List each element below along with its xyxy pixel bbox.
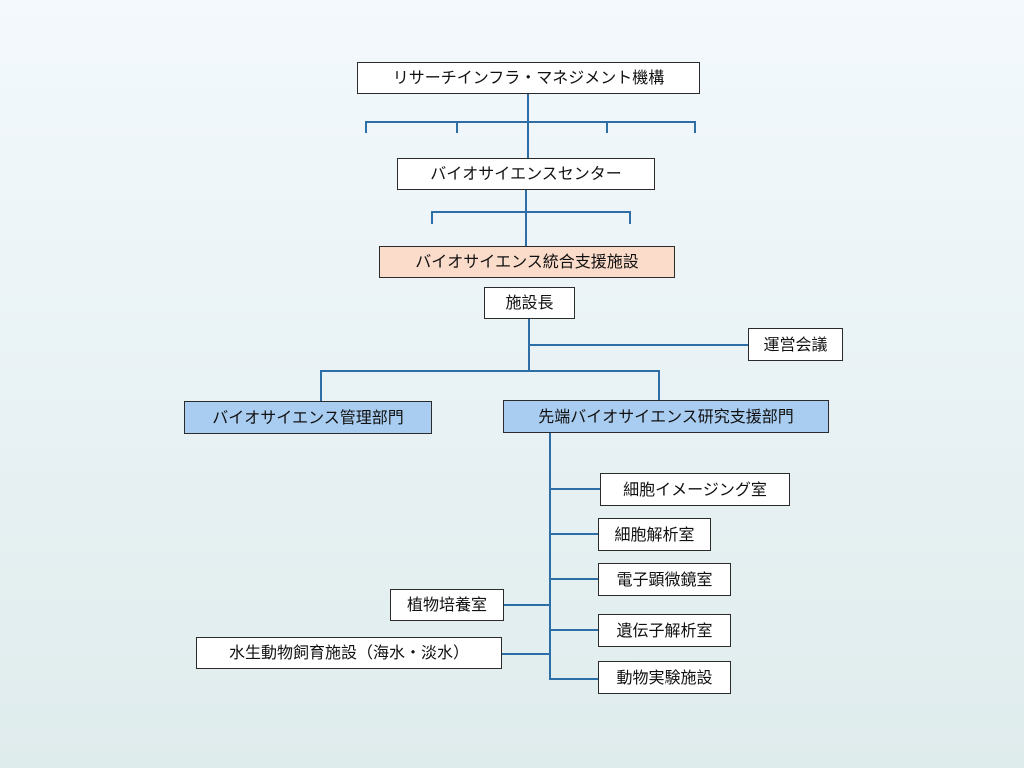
node-facility: バイオサイエンス統合支援施設 — [379, 246, 675, 278]
node-unit-animal-facility: 動物実験施設 — [598, 661, 731, 694]
node-center: バイオサイエンスセンター — [397, 158, 655, 190]
node-dept-management-label: バイオサイエンス管理部門 — [212, 407, 404, 427]
node-unit-cell-imaging: 細胞イメージング室 — [600, 473, 790, 506]
node-unit-label: 細胞イメージング室 — [623, 479, 767, 499]
node-facility-label: バイオサイエンス統合支援施設 — [415, 252, 639, 271]
node-unit-label: 電子顕微鏡室 — [616, 569, 713, 589]
node-unit-label: 動物実験施設 — [616, 667, 713, 687]
node-director-label: 施設長 — [505, 293, 554, 312]
node-unit-aquatic-facility: 水生動物飼育施設（海水・淡水） — [196, 637, 502, 669]
node-unit-cell-analysis: 細胞解析室 — [598, 518, 711, 551]
node-unit-label: 植物培養室 — [406, 595, 487, 614]
node-organization-label: リサーチインフラ・マネジメント機構 — [392, 68, 665, 87]
node-unit-gene-analysis: 遺伝子解析室 — [598, 614, 731, 647]
node-unit-label: 水生動物飼育施設（海水・淡水） — [228, 643, 469, 662]
node-dept-management: バイオサイエンス管理部門 — [184, 401, 432, 434]
node-unit-electron-microscopy: 電子顕微鏡室 — [598, 563, 731, 596]
node-committee: 運営会議 — [748, 328, 843, 361]
node-organization: リサーチインフラ・マネジメント機構 — [357, 62, 700, 94]
node-center-label: バイオサイエンスセンター — [430, 164, 622, 183]
node-dept-research-support-label: 先端バイオサイエンス研究支援部門 — [538, 406, 794, 426]
node-unit-label: 遺伝子解析室 — [616, 620, 713, 640]
node-unit-plant-culture: 植物培養室 — [390, 589, 504, 621]
node-unit-label: 細胞解析室 — [614, 524, 695, 544]
node-director: 施設長 — [484, 287, 575, 319]
node-committee-label: 運営会議 — [763, 334, 828, 354]
node-dept-research-support: 先端バイオサイエンス研究支援部門 — [503, 400, 829, 433]
